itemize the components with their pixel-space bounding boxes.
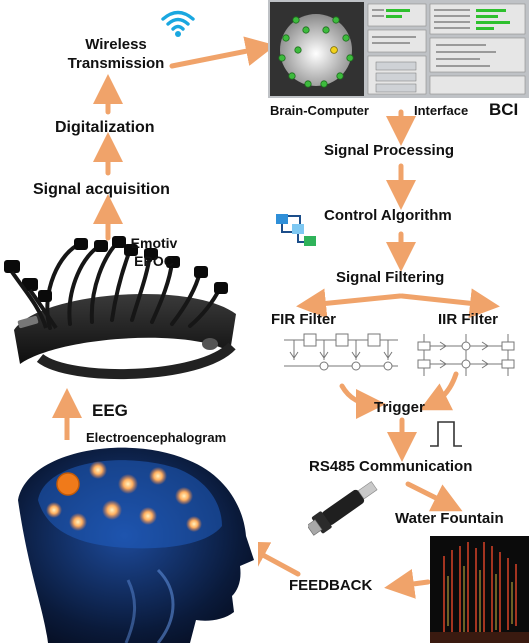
label-feedback: FEEDBACK xyxy=(289,577,373,594)
label-eeg: EEG xyxy=(92,401,128,420)
label-transmission: Transmission xyxy=(67,55,165,72)
label-signal-filtering: Signal Filtering xyxy=(336,269,445,286)
label-trigger: Trigger xyxy=(374,399,425,416)
arrow-feedback-to-head xyxy=(237,541,301,577)
fir-filter-schematic xyxy=(284,333,398,371)
label-bci: BCI xyxy=(489,100,519,119)
arrow-transmission-to-bci xyxy=(169,36,276,69)
label-brain-computer: Brain-Computer xyxy=(270,103,369,118)
brain-head-image xyxy=(8,440,258,643)
label-interface: Interface xyxy=(414,103,469,118)
flowchart-icon xyxy=(276,214,316,246)
bci-software-screenshot xyxy=(268,0,529,98)
label-signal-processing: Signal Processing xyxy=(324,142,455,159)
label-signal-acquisition: Signal acquisition xyxy=(33,181,170,198)
usb-adapter-icon xyxy=(308,481,378,536)
label-emotiv: Emotiv xyxy=(130,235,178,251)
wifi-icon xyxy=(161,10,195,37)
iir-filter-schematic xyxy=(417,334,515,376)
label-iir-filter: IIR Filter xyxy=(438,311,499,328)
label-wireless: Wireless xyxy=(85,36,147,53)
arrow-fountain-to-feedback xyxy=(384,569,431,599)
arrow-iir-to-trigger xyxy=(419,371,459,411)
emotiv-epoc-headset-image xyxy=(4,236,236,380)
label-control-algorithm: Control Algorithm xyxy=(324,207,452,224)
label-electroencephalogram: Electroencephalogram xyxy=(86,430,227,445)
pulse-icon xyxy=(430,421,462,447)
label-fir-filter: FIR Filter xyxy=(271,311,337,328)
arrow-fir-to-trigger xyxy=(339,383,386,419)
arrow-filtering-to-fir xyxy=(296,288,403,319)
arrow-rs485-to-fountain xyxy=(405,481,463,512)
label-rs485-communication: RS485 Communication xyxy=(309,458,473,475)
label-epoc: EPOC xyxy=(134,253,174,269)
label-water-fountain: Water Fountain xyxy=(395,510,504,527)
water-fountain-image xyxy=(430,536,529,643)
arrow-filtering-to-iir xyxy=(399,288,500,319)
label-digitalization: Digitalization xyxy=(55,119,155,136)
